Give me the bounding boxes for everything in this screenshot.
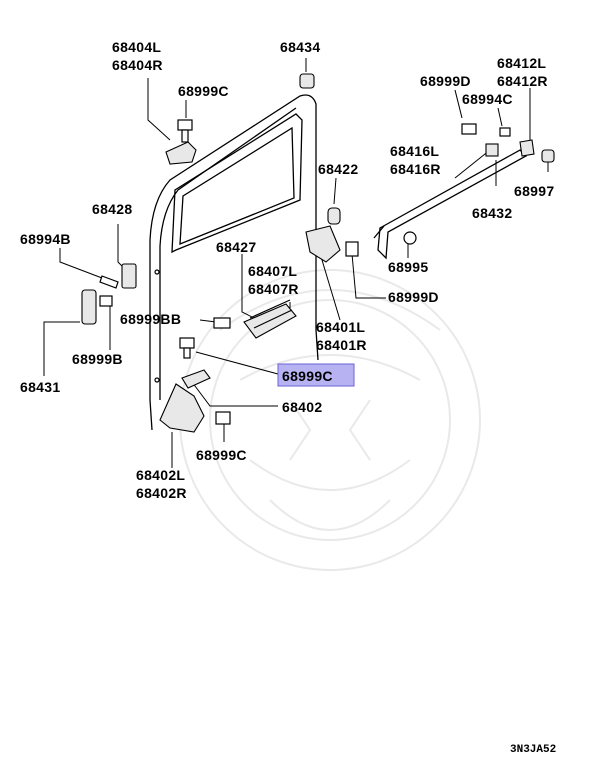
label-68999BB[interactable]: 68999BB — [120, 311, 181, 327]
screw-part-c — [499, 127, 511, 137]
label-68997[interactable]: 68997 — [514, 183, 554, 199]
label-68999D-right[interactable]: 68999D — [388, 289, 439, 305]
label-68427[interactable]: 68427 — [216, 239, 256, 255]
screw-part — [99, 275, 119, 289]
label-68999D-top[interactable]: 68999D — [420, 73, 471, 89]
label-68416R[interactable]: 68416R — [390, 161, 441, 177]
label-68401R[interactable]: 68401R — [316, 337, 367, 353]
bolt-part-d-top — [461, 123, 477, 135]
rail-part — [377, 149, 528, 260]
bolt-part-c-bottom — [215, 411, 231, 425]
label-68401L[interactable]: 68401L — [316, 319, 365, 335]
label-68999C-highlight[interactable]: 68999C — [282, 368, 333, 384]
label-68402R[interactable]: 68402R — [136, 485, 187, 501]
highlight-box[interactable] — [277, 363, 355, 387]
upper-hinge-part — [165, 141, 197, 165]
lower-plate-part — [181, 369, 211, 389]
bracket-part — [121, 263, 137, 289]
lower-hinge-part — [159, 383, 205, 433]
label-68428[interactable]: 68428 — [92, 201, 132, 217]
bolt-part — [177, 119, 193, 131]
label-68404R[interactable]: 68404R — [112, 57, 163, 73]
figure-code: 3N3JA52 — [510, 744, 556, 756]
label-68432[interactable]: 68432 — [472, 205, 512, 221]
bolt-part-b — [99, 295, 113, 307]
label-68999C-top[interactable]: 68999C — [178, 83, 229, 99]
label-68404L[interactable]: 68404L — [112, 39, 161, 55]
small-bracket-part — [485, 143, 499, 157]
label-68407R[interactable]: 68407R — [248, 281, 299, 297]
label-68412R[interactable]: 68412R — [497, 73, 548, 89]
label-68402L[interactable]: 68402L — [136, 467, 185, 483]
bolt-part-d — [345, 241, 359, 257]
label-68994B[interactable]: 68994B — [20, 231, 71, 247]
part-labels: 68404L 68404R 68434 68999C 68999D 68412L… — [20, 39, 556, 756]
roller-arm-part — [305, 225, 341, 263]
label-68431[interactable]: 68431 — [20, 379, 60, 395]
label-68402[interactable]: 68402 — [282, 399, 322, 415]
hardware-parts — [81, 73, 555, 433]
label-68994C[interactable]: 68994C — [462, 91, 513, 107]
label-68995[interactable]: 68995 — [388, 259, 428, 275]
label-68999B[interactable]: 68999B — [72, 351, 123, 367]
watermark-emblem — [179, 269, 481, 571]
bumper-part — [327, 207, 341, 225]
bolt-part-highlighted — [179, 337, 195, 349]
bolt-part-bb — [213, 317, 231, 329]
label-68416L[interactable]: 68416L — [390, 143, 439, 159]
label-68412L[interactable]: 68412L — [497, 55, 546, 71]
label-68999C-bottom[interactable]: 68999C — [196, 447, 247, 463]
door-panel-outline — [149, 94, 319, 431]
label-68407L[interactable]: 68407L — [248, 263, 297, 279]
end-cap-part — [519, 139, 535, 157]
label-68434[interactable]: 68434 — [280, 39, 320, 55]
cap-part — [299, 73, 315, 89]
plate-part — [81, 289, 97, 325]
clip-part — [541, 149, 555, 163]
nut-part — [403, 231, 417, 245]
label-68422[interactable]: 68422 — [318, 161, 358, 177]
